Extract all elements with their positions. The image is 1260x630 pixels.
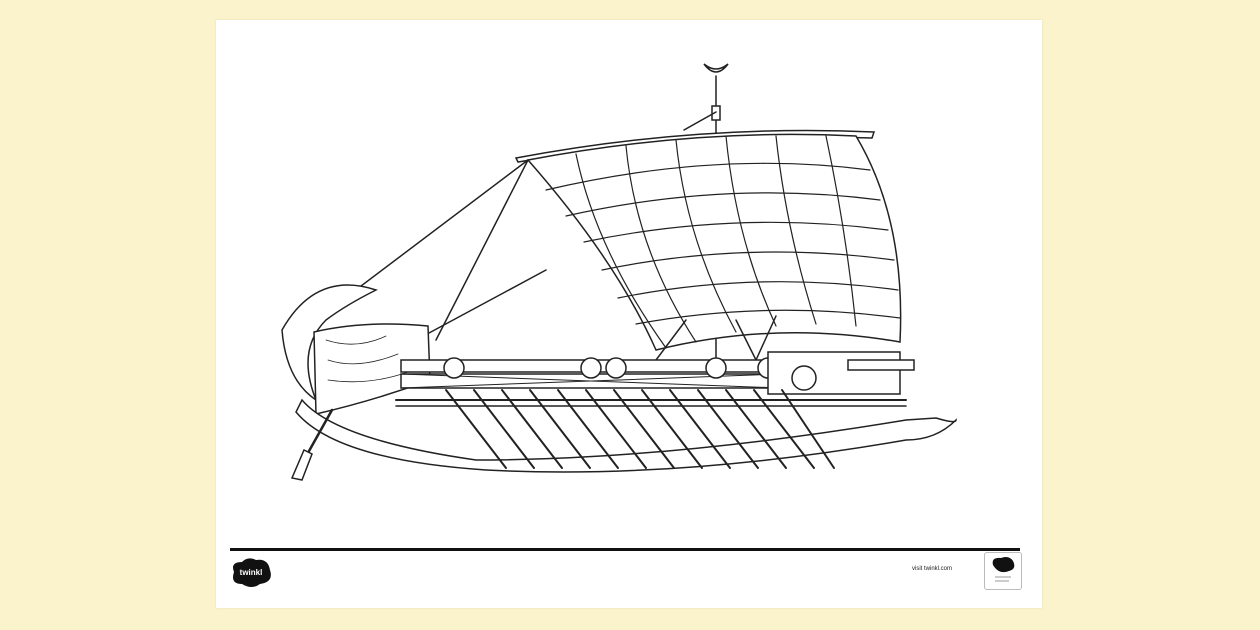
svg-text:twinkl: twinkl: [240, 568, 263, 577]
hull: [295, 398, 957, 473]
trireme-ship-drawing: [281, 63, 957, 481]
twinkl-badge-icon: [984, 552, 1022, 590]
crescent-ornament: [703, 63, 729, 73]
sail-grid: [545, 135, 901, 349]
visit-website-link[interactable]: visit twinkl.com: [912, 566, 953, 572]
twinkl-logo[interactable]: twinkl: [228, 556, 274, 588]
stern-curl: [281, 284, 378, 402]
colouring-sheet: twinkl visit twinkl.com: [216, 20, 1042, 608]
oars: [445, 389, 835, 469]
footer-divider: [230, 548, 1020, 551]
